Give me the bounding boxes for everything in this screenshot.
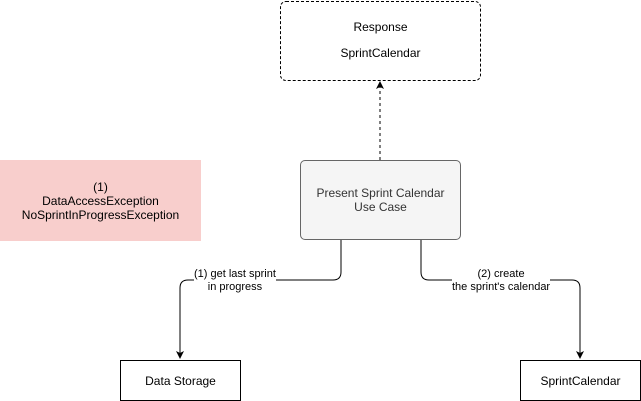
sprint-calendar-node: SprintCalendar [520, 360, 641, 401]
arrow-to-data-storage [176, 240, 342, 359]
data-access-exception: DataAccessException [42, 193, 159, 208]
edge-label-line: (2) create [477, 268, 525, 280]
no-sprint-exception: NoSprintInProgressException [21, 207, 180, 222]
edge-label-line: in progress [207, 281, 263, 293]
data-storage-node: Data Storage [120, 360, 241, 401]
response-title: Response [353, 20, 408, 34]
use-case-title: Present Sprint Calendar [316, 186, 445, 200]
edge-label-create-calendar: (2) create the sprint's calendar [452, 268, 551, 294]
use-case-node: Present Sprint Calendar Use Case [300, 160, 461, 240]
response-node: Response SprintCalendar [280, 1, 481, 81]
arrow-to-sprint-calendar [420, 240, 584, 359]
exceptions-step: (1) [93, 179, 108, 194]
sprint-calendar-label: SprintCalendar [540, 373, 621, 388]
edge-label-line: the sprint's calendar [452, 281, 551, 293]
use-case-subtitle: Use Case [354, 200, 407, 214]
exceptions-node: (1) DataAccessException NoSprintInProgre… [0, 160, 201, 241]
response-type: SprintCalendar [340, 46, 421, 60]
data-storage-label: Data Storage [145, 373, 216, 388]
edge-label-get-last-sprint: (1) get last sprint in progress [194, 268, 276, 294]
edge-label-line: (1) get last sprint [194, 268, 276, 280]
